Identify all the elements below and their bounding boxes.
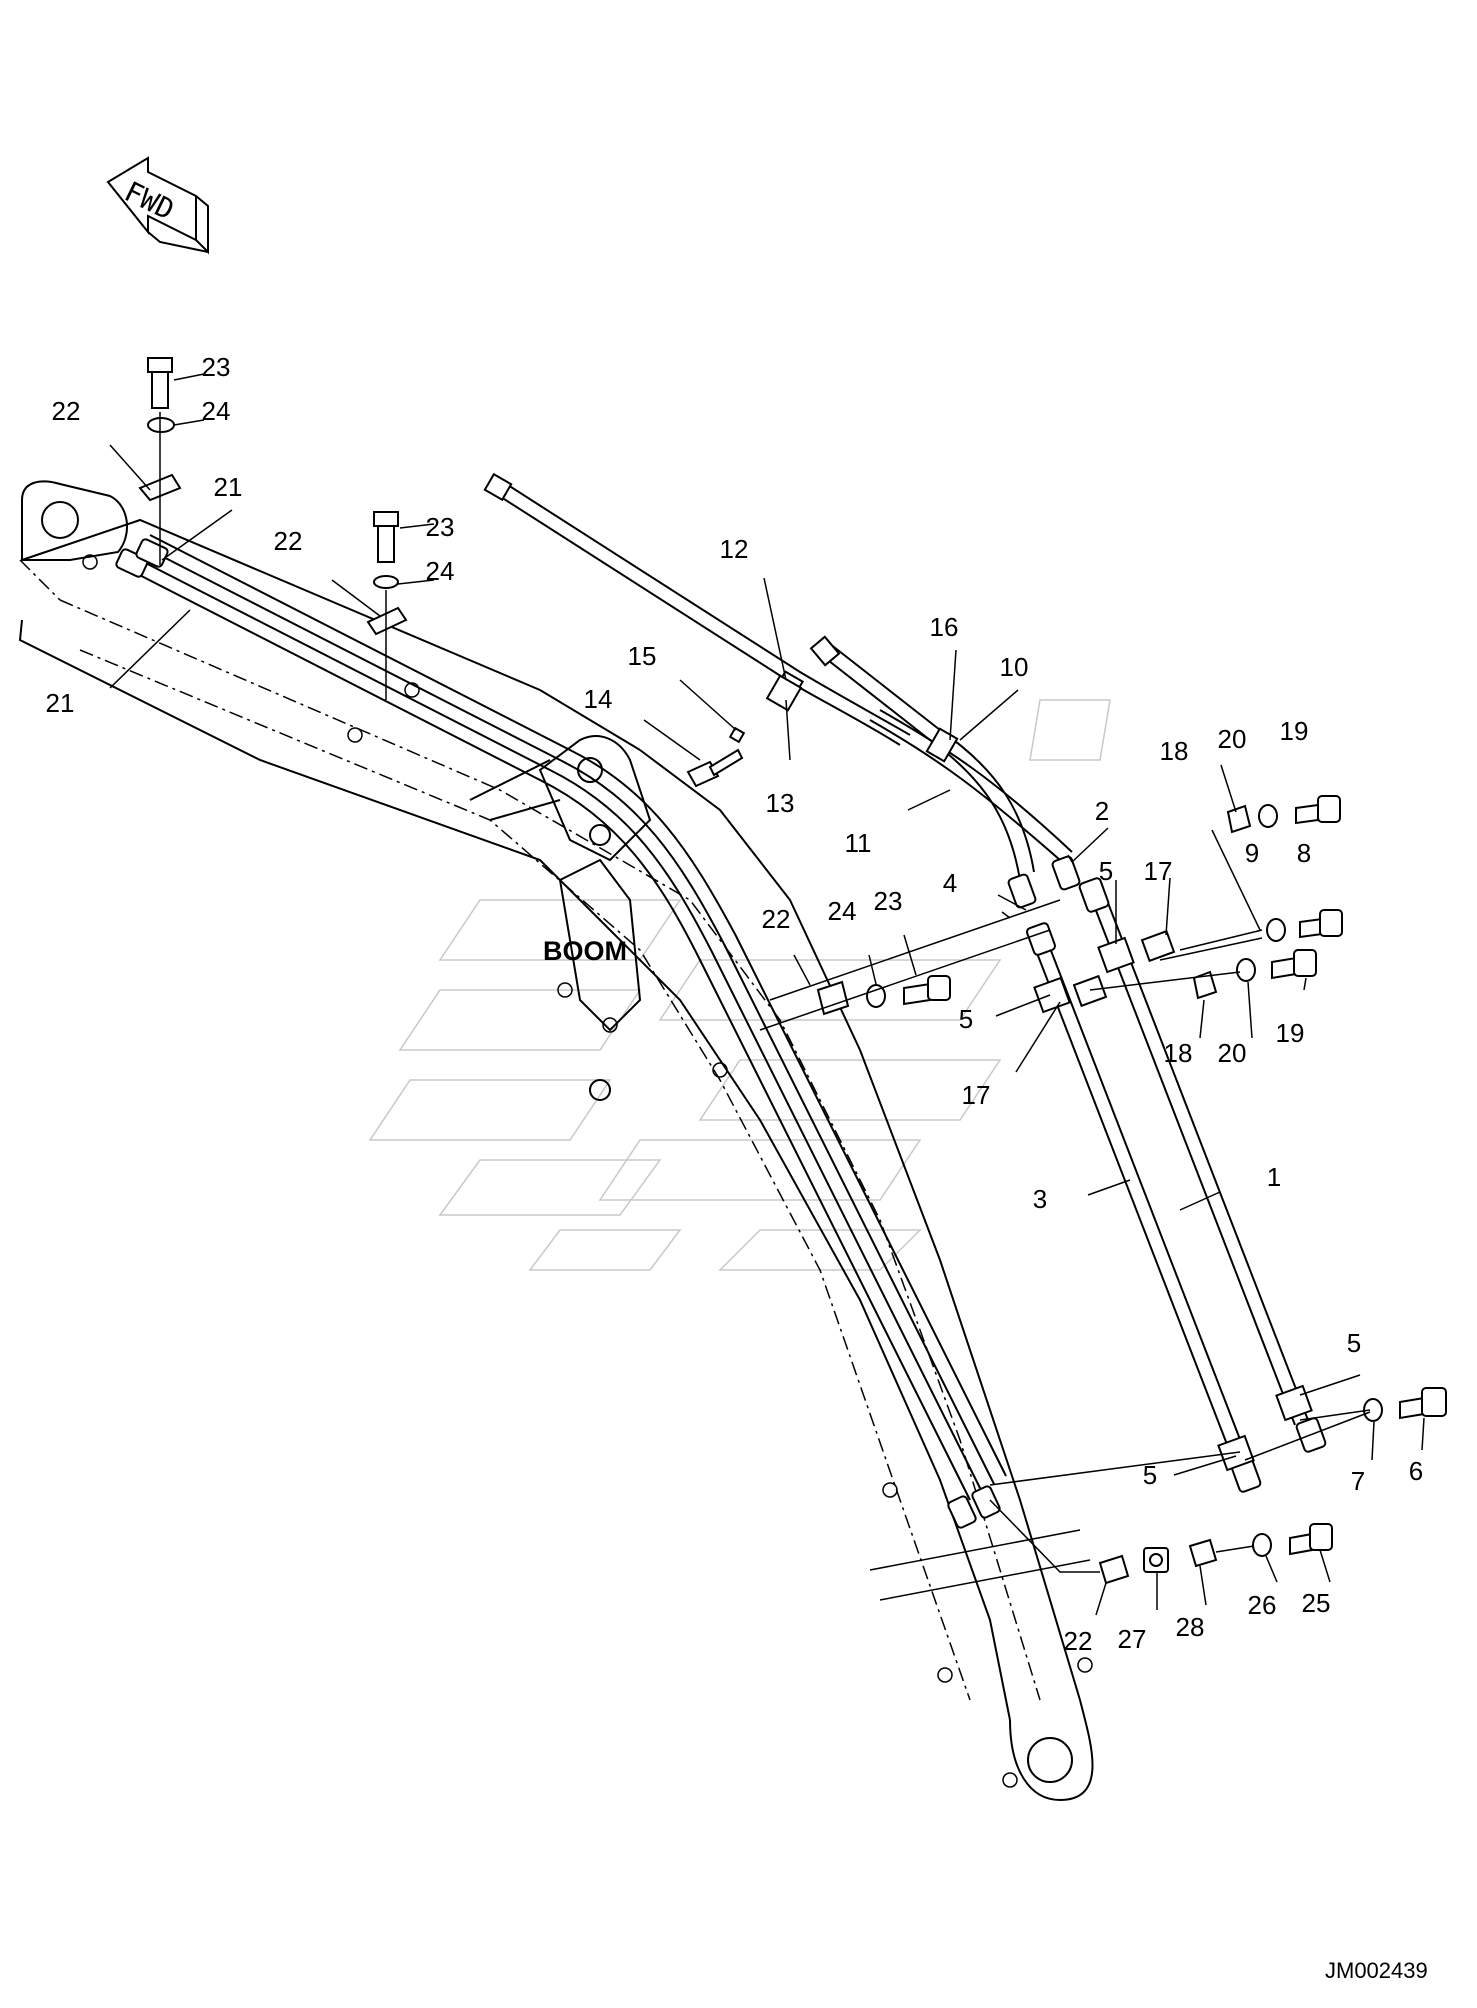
fastener-group-bottom [989, 1499, 1333, 1585]
callout-23: 23 [202, 352, 231, 382]
fastener-group-top-middle [366, 511, 408, 700]
callout-17: 17 [1144, 856, 1173, 886]
callout-19: 19 [1280, 716, 1309, 746]
callout-5: 5 [959, 1004, 973, 1034]
callout-22: 22 [274, 526, 303, 556]
callout-23: 23 [874, 886, 903, 916]
callout-15: 15 [628, 641, 657, 671]
callout-21: 21 [46, 688, 75, 718]
callout-25: 25 [1302, 1588, 1331, 1618]
callout-5: 5 [1143, 1460, 1157, 1490]
callout-22: 22 [1064, 1626, 1093, 1656]
callout-26: 26 [1248, 1590, 1277, 1620]
callout-28: 28 [1176, 1612, 1205, 1642]
fastener-group-12-15 [686, 674, 803, 788]
fastener-group-middle [759, 854, 1073, 1031]
callout-18: 18 [1164, 1038, 1193, 1068]
callout-20: 20 [1218, 1038, 1247, 1068]
watermark-logo [368, 699, 1111, 1271]
fastener-group-right-upper [1159, 795, 1343, 961]
boom-label: BOOM [543, 936, 627, 966]
callout-8: 8 [1297, 838, 1311, 868]
callout-14: 14 [584, 684, 613, 714]
callout-22: 22 [52, 396, 81, 426]
callout-17: 17 [962, 1080, 991, 1110]
fastener-group-pipe-end [989, 1387, 1447, 1486]
fastener-group-right-lower [1089, 949, 1317, 1000]
hose-pair-21 [115, 534, 1007, 1529]
callout-10: 10 [1000, 652, 1029, 682]
clamp-parts [1033, 929, 1313, 1472]
fwd-arrow-icon: FWD [106, 156, 209, 255]
callout-6: 6 [1409, 1456, 1423, 1486]
callout-20: 20 [1218, 724, 1247, 754]
callout-16: 16 [930, 612, 959, 642]
callout-12: 12 [720, 534, 749, 564]
callout-5: 5 [1099, 856, 1113, 886]
callout-2: 2 [1095, 796, 1109, 826]
callout-24: 24 [828, 896, 857, 926]
callout-21: 21 [214, 472, 243, 502]
callout-19: 19 [1276, 1018, 1305, 1048]
pipe-12 [483, 472, 911, 746]
callout-11: 11 [845, 828, 872, 858]
callout-23: 23 [426, 512, 455, 542]
callout-7: 7 [1351, 1466, 1365, 1496]
callout-13: 13 [766, 788, 795, 818]
boom-body [18, 480, 1094, 1802]
callout-24: 24 [202, 396, 231, 426]
pipe-1 [1078, 877, 1327, 1453]
leader-lines [109, 373, 1425, 1616]
drawing-ref: JM002439 [1325, 1958, 1428, 1983]
fastener-group-top-left [138, 357, 182, 565]
callout-3: 3 [1033, 1184, 1047, 1214]
callout-5: 5 [1347, 1328, 1361, 1358]
callout-22: 22 [762, 904, 791, 934]
callout-1: 1 [1267, 1162, 1281, 1192]
callout-24: 24 [426, 556, 455, 586]
callout-4: 4 [943, 868, 957, 898]
callout-18: 18 [1160, 736, 1189, 766]
callout-9: 9 [1245, 838, 1259, 868]
callout-27: 27 [1118, 1624, 1147, 1654]
